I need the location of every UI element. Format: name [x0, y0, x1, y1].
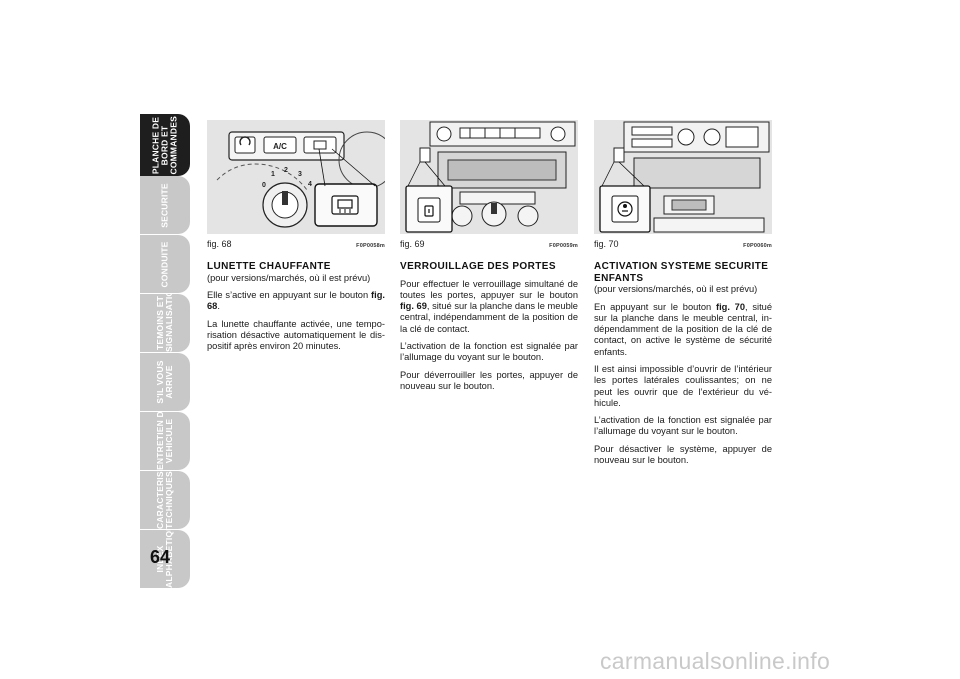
heater-panel-illustration: A/C 0 1 2 3 4 [207, 120, 385, 234]
figure-reference: fig. 69 [400, 301, 427, 312]
figure-label: fig. 70 [594, 239, 619, 249]
figure-label: fig. 69 [400, 239, 425, 249]
figure-reference: fig. 68 [207, 290, 385, 312]
svg-text:1: 1 [271, 171, 275, 178]
tab-planche-de-bord[interactable]: PLANCHE DE BORD ET COMMANDES [140, 114, 190, 176]
page-number: 64 [149, 547, 171, 567]
section-heading: VERROUILLAGE DES PORTES [400, 261, 556, 272]
figure-reference: fig. 70 [715, 301, 746, 312]
section-securite-enfants: fig. 70 F0P0060m ACTIVATION SYSTEME SECU… [594, 120, 772, 466]
tab-label: S'IL VOUS ARRIVE [155, 360, 174, 404]
figure-70 [594, 120, 772, 234]
paragraph: En appuyant sur le bouton fig. 70, situé… [594, 301, 772, 357]
svg-text:2: 2 [284, 167, 288, 174]
tab-caracteristiques[interactable]: CARACTERISTIQUES TECHNIQUES [140, 471, 190, 529]
section-note: (pour versions/marchés, où il est prévu) [207, 272, 371, 283]
paragraph: Il est ainsi impossible d’ouvrir de l’in… [594, 363, 772, 408]
paragraph: Elle s’active en appuyant sur le bouton … [207, 290, 385, 312]
section-heading: LUNETTE CHAUFFANTE [207, 261, 331, 272]
figure-code: F0P0059m [549, 243, 578, 249]
figure-label: fig. 68 [207, 239, 232, 249]
paragraph: L’activation de la fonction est signalée… [400, 340, 578, 363]
tab-temoins[interactable]: TEMOINS ET SIGNALISATIONS [140, 294, 190, 352]
child-lock-console-illustration [594, 120, 772, 234]
svg-text:0: 0 [262, 182, 266, 189]
svg-text:3: 3 [298, 171, 302, 178]
tab-sil-vous-arrive[interactable]: S'IL VOUS ARRIVE [140, 353, 190, 411]
tab-label: PLANCHE DE BORD ET COMMANDES [150, 115, 179, 174]
tab-index[interactable]: INDEX ALPHABETIQUE [140, 530, 190, 588]
figure-69 [400, 120, 578, 234]
figure-68: A/C 0 1 2 3 4 [207, 120, 385, 234]
tab-label: TEMOINS ET SIGNALISATIONS [155, 294, 174, 352]
ac-button-label: A/C [273, 142, 287, 151]
paragraph: L’activation de la fonction est signalée… [594, 415, 772, 437]
tab-label: SECURITE [159, 182, 170, 228]
section-verrouillage: fig. 69 F0P0059m VERROUILLAGE DES PORTES… [400, 120, 578, 392]
section-lunette-chauffante: A/C 0 1 2 3 4 fig. 68 F0P0058m LUNETTE C… [207, 120, 385, 352]
tab-label: CARACTERISTIQUES TECHNIQUES [155, 471, 174, 529]
paragraph: Pour effectuer le verrouillage simultané… [400, 278, 578, 334]
paragraph: La lunette chauffante activée, une tempo… [207, 318, 385, 352]
paragraph: Pour désactiver le système, appuyer de n… [594, 443, 772, 466]
tab-label: ENTRETIEN DU VEHICULE [155, 412, 174, 470]
figure-code: F0P0060m [743, 243, 772, 249]
watermark: carmanualsonline.info [600, 648, 831, 674]
tab-label: CONDUITE [159, 241, 170, 287]
tab-securite[interactable]: SECURITE [140, 176, 190, 234]
central-console-illustration [400, 120, 578, 234]
figure-code: F0P0058m [356, 243, 385, 249]
section-note: (pour versions/marchés, où il est prévu) [594, 284, 758, 294]
paragraph: Pour déverrouiller les portes, appuyer d… [400, 369, 578, 391]
svg-text:4: 4 [308, 181, 312, 188]
tab-conduite[interactable]: CONDUITE [140, 235, 190, 293]
section-heading: ACTIVATION SYSTEME SECURITE ENFANTS [594, 261, 769, 284]
tab-entretien[interactable]: ENTRETIEN DU VEHICULE [140, 412, 190, 470]
